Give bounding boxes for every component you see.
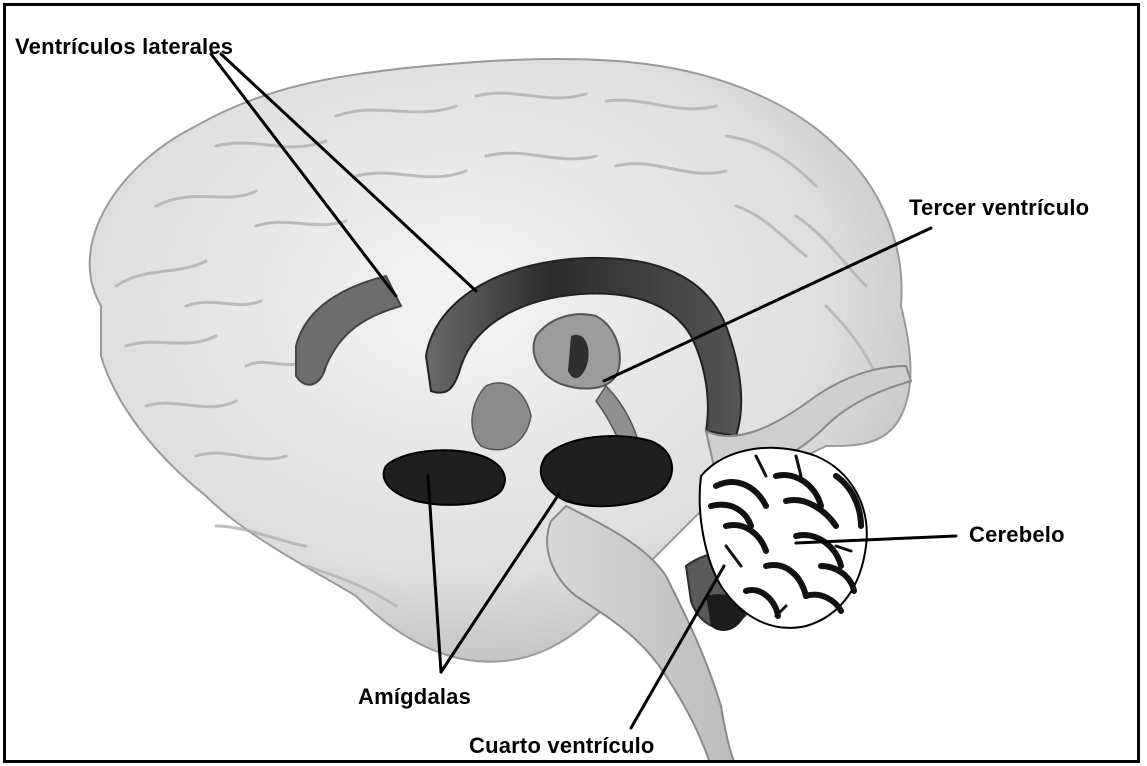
label-cerebellum: Cerebelo <box>969 522 1065 548</box>
label-fourth-ventricle: Cuarto ventrículo <box>469 733 655 759</box>
amygdala-right <box>541 436 672 506</box>
diagram-frame: Ventrículos laterales Tercer ventrículo … <box>3 3 1140 763</box>
label-third-ventricle: Tercer ventrículo <box>909 195 1089 221</box>
amygdala-left <box>384 450 505 505</box>
label-amygdalae: Amígdalas <box>358 684 471 710</box>
brain-sagittal-illustration <box>6 6 1140 763</box>
label-lateral-ventricles: Ventrículos laterales <box>15 34 233 60</box>
